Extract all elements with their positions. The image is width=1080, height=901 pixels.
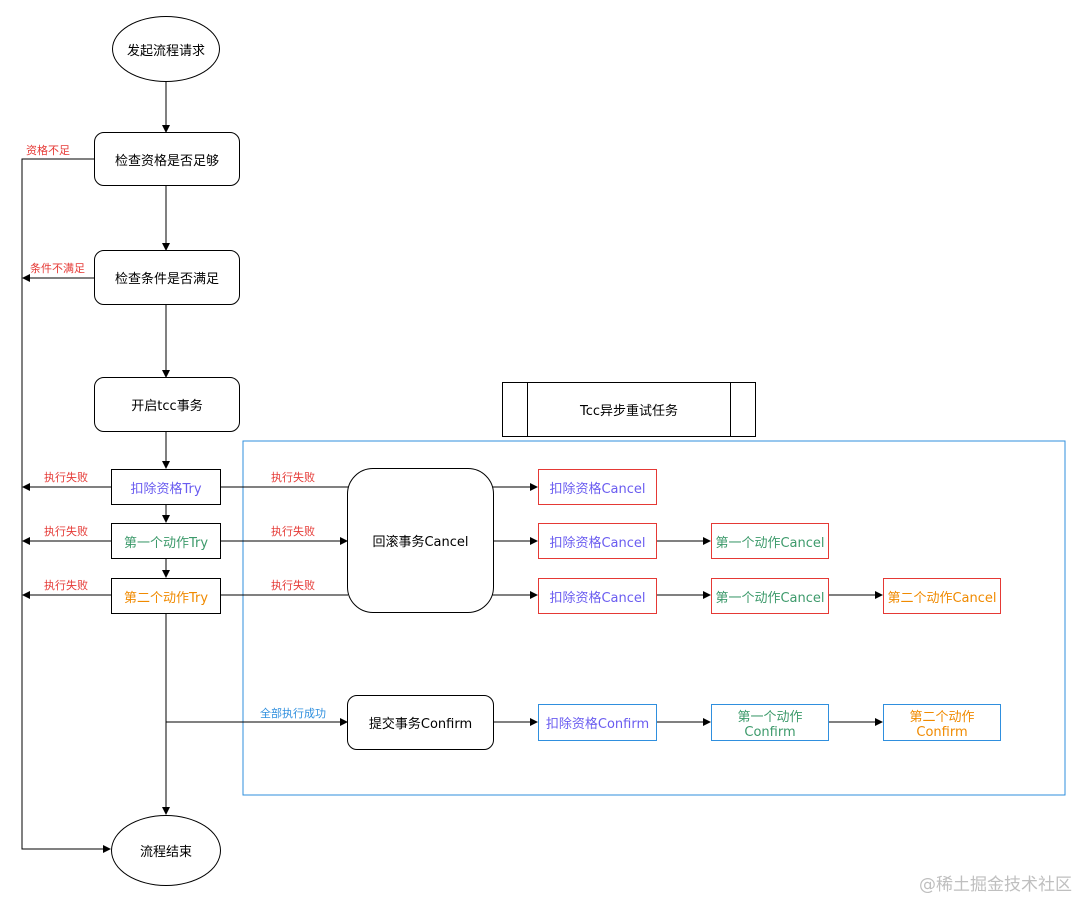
cancel-row3-deduct-node: 扣除资格Cancel <box>538 578 657 614</box>
retry-task-label: Tcc异步重试任务 <box>579 404 679 419</box>
try2-node: 第一个动作Try <box>111 523 221 559</box>
retry-scope-container <box>242 440 1066 796</box>
check-qualification-node: 检查资格是否足够 <box>94 132 240 186</box>
label-condition-unmet: 条件不满足 <box>30 262 85 275</box>
cancel-row2-deduct-node: 扣除资格Cancel <box>538 523 657 559</box>
label-try3-fail-left: 执行失败 <box>44 579 88 592</box>
edge-qual-insufficient-to-end <box>21 158 111 853</box>
label-try1-fail-right: 执行失败 <box>271 471 315 484</box>
confirm-second-node: 第二个动作Confirm <box>883 704 1001 741</box>
rollback-node: 回滚事务Cancel <box>347 468 494 613</box>
confirm-deduct-node: 扣除资格Confirm <box>538 704 657 741</box>
label-all-success: 全部执行成功 <box>260 707 326 720</box>
start-node: 发起流程请求 <box>112 16 220 82</box>
label-try2-fail-left: 执行失败 <box>44 525 88 538</box>
cancel-row2-first-node: 第一个动作Cancel <box>711 523 829 559</box>
open-tcc-node: 开启tcc事务 <box>94 377 240 432</box>
confirm-first-node: 第一个动作Confirm <box>711 704 829 741</box>
commit-node: 提交事务Confirm <box>347 695 494 750</box>
cancel-row3-second-node: 第二个动作Cancel <box>883 578 1001 614</box>
try1-node: 扣除资格Try <box>111 469 221 505</box>
label-try2-fail-right: 执行失败 <box>271 525 315 538</box>
cancel-row3-first-node: 第一个动作Cancel <box>711 578 829 614</box>
try3-node: 第二个动作Try <box>111 578 221 614</box>
watermark: @稀土掘金技术社区 <box>919 875 1072 895</box>
cancel-row1-deduct-node: 扣除资格Cancel <box>538 469 657 505</box>
label-try3-fail-right: 执行失败 <box>271 579 315 592</box>
retry-task-right-bar <box>730 383 731 436</box>
end-node: 流程结束 <box>111 815 221 886</box>
retry-task-node: Tcc异步重试任务 <box>502 382 756 437</box>
label-try1-fail-left: 执行失败 <box>44 471 88 484</box>
label-qualification-insufficient: 资格不足 <box>26 144 70 157</box>
retry-task-left-bar <box>527 383 528 436</box>
check-condition-node: 检查条件是否满足 <box>94 250 240 305</box>
